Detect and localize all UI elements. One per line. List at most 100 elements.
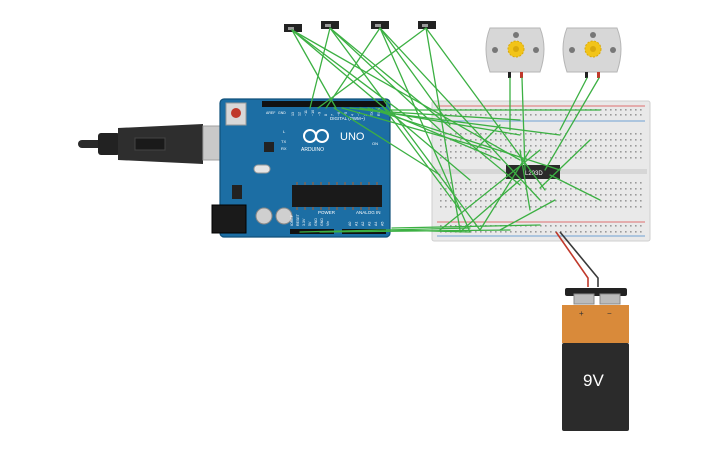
breadboard-hole[interactable] <box>510 206 512 208</box>
breadboard-hole[interactable] <box>630 188 632 190</box>
breadboard-hole[interactable] <box>640 200 642 202</box>
breadboard-hole[interactable] <box>635 188 637 190</box>
breadboard-hole[interactable] <box>455 188 457 190</box>
breadboard-hole[interactable] <box>445 139 447 141</box>
breadboard-hole[interactable] <box>555 194 557 196</box>
breadboard-hole[interactable] <box>595 182 597 184</box>
breadboard-hole[interactable] <box>630 151 632 153</box>
breadboard-hole[interactable] <box>590 139 592 141</box>
breadboard-hole[interactable] <box>620 200 622 202</box>
breadboard-hole[interactable] <box>615 200 617 202</box>
jumper-wire[interactable] <box>319 229 511 233</box>
breadboard-hole[interactable] <box>485 182 487 184</box>
breadboard-hole[interactable] <box>635 157 637 159</box>
breadboard-hole[interactable] <box>490 200 492 202</box>
breadboard-hole[interactable] <box>555 145 557 147</box>
breadboard-hole[interactable] <box>595 231 597 233</box>
breadboard-hole[interactable] <box>550 114 552 116</box>
breadboard-hole[interactable] <box>495 114 497 116</box>
dc-motor[interactable] <box>562 27 622 78</box>
breadboard-hole[interactable] <box>520 200 522 202</box>
breadboard-hole[interactable] <box>575 145 577 147</box>
breadboard-hole[interactable] <box>585 194 587 196</box>
jumper-wire[interactable] <box>341 107 491 151</box>
breadboard-hole[interactable] <box>470 188 472 190</box>
breadboard-hole[interactable] <box>620 151 622 153</box>
breadboard-hole[interactable] <box>470 182 472 184</box>
breadboard-hole[interactable] <box>485 200 487 202</box>
breadboard-hole[interactable] <box>515 151 517 153</box>
slide-switch[interactable] <box>418 21 436 29</box>
breadboard-hole[interactable] <box>625 133 627 135</box>
breadboard-hole[interactable] <box>615 157 617 159</box>
breadboard-hole[interactable] <box>620 206 622 208</box>
breadboard-hole[interactable] <box>560 194 562 196</box>
breadboard-hole[interactable] <box>510 114 512 116</box>
breadboard-hole[interactable] <box>625 139 627 141</box>
breadboard-hole[interactable] <box>465 133 467 135</box>
breadboard-hole[interactable] <box>545 194 547 196</box>
breadboard-hole[interactable] <box>620 194 622 196</box>
breadboard-hole[interactable] <box>470 200 472 202</box>
breadboard-hole[interactable] <box>635 151 637 153</box>
breadboard-hole[interactable] <box>590 114 592 116</box>
breadboard-hole[interactable] <box>590 157 592 159</box>
breadboard-hole[interactable] <box>620 133 622 135</box>
breadboard-hole[interactable] <box>620 157 622 159</box>
jumper-wire[interactable] <box>559 77 588 131</box>
breadboard-hole[interactable] <box>530 145 532 147</box>
breadboard-hole[interactable] <box>565 194 567 196</box>
breadboard-hole[interactable] <box>575 157 577 159</box>
breadboard-hole[interactable] <box>445 194 447 196</box>
breadboard-hole[interactable] <box>630 200 632 202</box>
breadboard-hole[interactable] <box>640 139 642 141</box>
breadboard-hole[interactable] <box>515 188 517 190</box>
breadboard-hole[interactable] <box>500 139 502 141</box>
jumper-wire[interactable] <box>379 27 451 126</box>
breadboard-hole[interactable] <box>595 145 597 147</box>
breadboard-hole[interactable] <box>590 133 592 135</box>
breadboard-hole[interactable] <box>460 157 462 159</box>
breadboard-hole[interactable] <box>600 188 602 190</box>
breadboard-hole[interactable] <box>615 114 617 116</box>
breadboard-hole[interactable] <box>610 182 612 184</box>
breadboard-hole[interactable] <box>525 145 527 147</box>
breadboard-hole[interactable] <box>580 133 582 135</box>
breadboard-hole[interactable] <box>495 188 497 190</box>
breadboard-hole[interactable] <box>445 200 447 202</box>
breadboard-hole[interactable] <box>555 206 557 208</box>
breadboard-hole[interactable] <box>520 182 522 184</box>
breadboard-hole[interactable] <box>565 157 567 159</box>
breadboard-hole[interactable] <box>505 114 507 116</box>
breadboard-hole[interactable] <box>640 188 642 190</box>
breadboard-hole[interactable] <box>505 133 507 135</box>
breadboard-hole[interactable] <box>595 139 597 141</box>
breadboard-hole[interactable] <box>580 151 582 153</box>
breadboard-hole[interactable] <box>635 194 637 196</box>
breadboard-hole[interactable] <box>615 206 617 208</box>
breadboard-hole[interactable] <box>440 194 442 196</box>
breadboard-hole[interactable] <box>455 194 457 196</box>
breadboard-hole[interactable] <box>640 231 642 233</box>
breadboard-hole[interactable] <box>510 157 512 159</box>
breadboard-hole[interactable] <box>515 200 517 202</box>
breadboard-hole[interactable] <box>550 200 552 202</box>
breadboard-hole[interactable] <box>530 231 532 233</box>
usb-cable[interactable] <box>78 124 248 164</box>
breadboard-hole[interactable] <box>620 145 622 147</box>
breadboard-hole[interactable] <box>620 109 622 111</box>
breadboard-hole[interactable] <box>465 206 467 208</box>
breadboard-hole[interactable] <box>600 231 602 233</box>
breadboard-hole[interactable] <box>475 151 477 153</box>
slide-switch[interactable] <box>321 21 339 29</box>
breadboard-hole[interactable] <box>635 200 637 202</box>
breadboard-hole[interactable] <box>530 206 532 208</box>
breadboard-hole[interactable] <box>570 145 572 147</box>
breadboard-hole[interactable] <box>475 133 477 135</box>
breadboard-hole[interactable] <box>560 206 562 208</box>
reset-button[interactable] <box>231 108 241 118</box>
breadboard-hole[interactable] <box>585 206 587 208</box>
breadboard-hole[interactable] <box>565 145 567 147</box>
breadboard-hole[interactable] <box>485 157 487 159</box>
breadboard-hole[interactable] <box>600 225 602 227</box>
